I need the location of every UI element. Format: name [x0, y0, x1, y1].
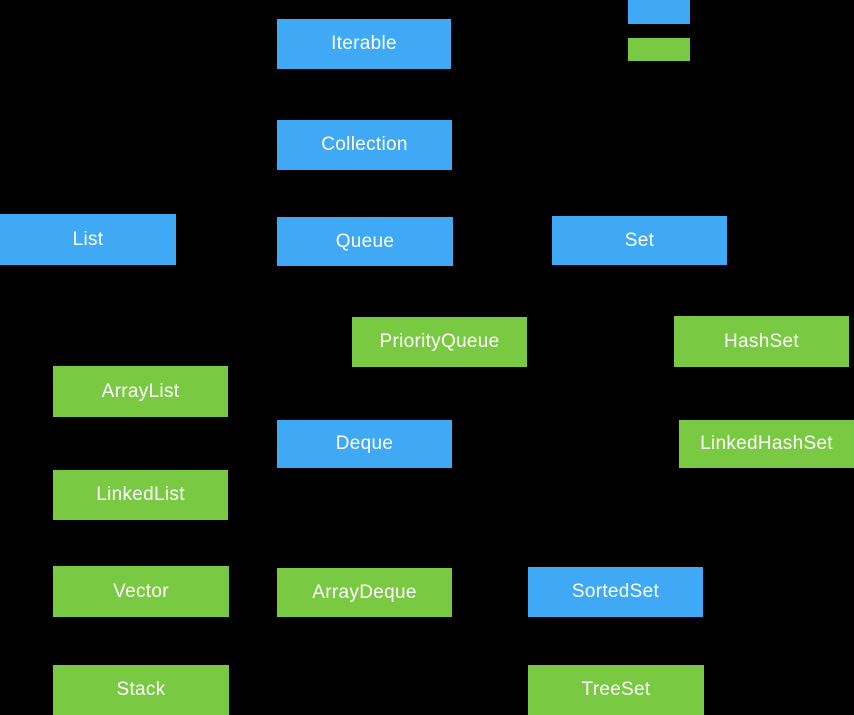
node-list-label: List	[72, 228, 104, 250]
node-deque: Deque	[277, 420, 452, 468]
node-queue: Queue	[277, 217, 453, 266]
node-linkedlist: LinkedList	[53, 470, 228, 520]
node-treeset: TreeSet	[528, 665, 704, 715]
node-sortedset-label: SortedSet	[571, 581, 660, 602]
node-linkedhashset: LinkedHashSet	[679, 420, 854, 468]
node-collection-label: Collection	[321, 134, 408, 155]
node-linkedlist-label: LinkedList	[96, 484, 185, 505]
node-hashset-label: HashSet	[724, 330, 799, 352]
legend-interface-swatch-icon	[628, 0, 690, 24]
node-vector: Vector	[53, 566, 229, 617]
node-priorityqueue-label: PriorityQueue	[379, 331, 500, 352]
node-treeset-label: TreeSet	[581, 679, 651, 700]
node-priorityqueue: PriorityQueue	[352, 317, 527, 367]
node-arraylist: ArrayList	[53, 366, 228, 417]
node-iterable: Iterable	[277, 19, 451, 69]
node-stack-label: Stack	[116, 679, 166, 700]
node-vector-label: Vector	[113, 580, 169, 602]
node-arraydeque: ArrayDeque	[277, 568, 452, 617]
node-hashset: HashSet	[674, 316, 849, 367]
node-collection: Collection	[277, 120, 452, 170]
node-arraydeque-label: ArrayDeque	[312, 581, 417, 603]
node-set: Set	[552, 216, 727, 265]
node-set-label: Set	[624, 229, 655, 251]
node-sortedset: SortedSet	[528, 567, 703, 617]
node-deque-label: Deque	[335, 433, 394, 454]
node-linkedhashset-label: LinkedHashSet	[700, 433, 833, 454]
legend-class-swatch-icon	[628, 38, 690, 61]
node-arraylist-label: ArrayList	[101, 380, 180, 402]
node-list: List	[0, 214, 176, 265]
node-iterable-label: Iterable	[331, 33, 397, 54]
node-queue-label: Queue	[335, 230, 395, 252]
node-stack: Stack	[53, 665, 229, 715]
